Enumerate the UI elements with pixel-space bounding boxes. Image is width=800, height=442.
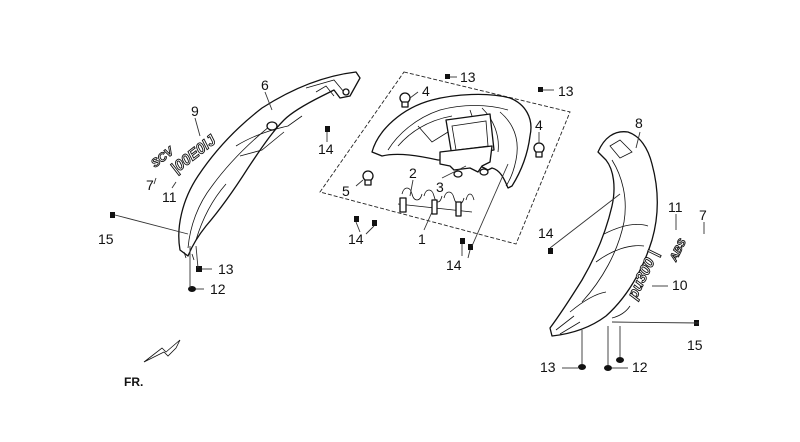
callout-4-right: 4 <box>535 117 543 133</box>
callout-15-left: 15 <box>98 231 114 247</box>
callout-1: 1 <box>418 231 426 247</box>
callout-14-center-right: 14 <box>446 257 462 273</box>
front-label: FR. <box>124 375 143 389</box>
callout-15-right: 15 <box>687 337 703 353</box>
front-arrow-icon <box>143 339 181 363</box>
license-plate-holder <box>445 113 495 157</box>
callout-9: 9 <box>191 103 199 119</box>
callout-4-left: 4 <box>422 83 430 99</box>
callout-12-right: 12 <box>632 359 648 375</box>
bulb-4a <box>399 92 411 108</box>
callout-labels: 13 13 4 4 5 6 8 9 2 3 1 14 14 14 14 7 11… <box>98 69 707 375</box>
right-side-cover <box>549 131 658 337</box>
callout-13-left-lower: 13 <box>218 261 234 277</box>
screw-14-center-left-a <box>354 216 359 222</box>
callout-8: 8 <box>635 115 643 131</box>
screw-14-center-right-a <box>460 238 465 244</box>
screw-14-right <box>548 248 553 254</box>
callout-5: 5 <box>342 183 350 199</box>
center-assembly-group <box>319 71 571 245</box>
screw-15-left <box>110 212 115 218</box>
screw-13-top-right <box>538 87 543 92</box>
callout-2: 2 <box>409 165 417 181</box>
left-side-cover <box>178 71 361 257</box>
callout-14-left-upper: 14 <box>318 141 334 157</box>
callout-14-center-left: 14 <box>348 231 364 247</box>
callout-12-left: 12 <box>210 281 226 297</box>
callout-13-bottom-right: 13 <box>540 359 556 375</box>
plate-bracket-lower <box>439 145 493 173</box>
left-side-cover-group <box>178 71 361 261</box>
assembly-boundary <box>319 71 571 245</box>
right-short-emblem-text: ABS <box>667 237 689 265</box>
bulb-4b <box>533 142 545 158</box>
callout-11-right: 11 <box>668 199 683 215</box>
front-direction-indicator: FR. <box>124 339 181 389</box>
nut-12-left <box>188 286 196 292</box>
clip-13-left <box>196 266 202 272</box>
bulb-5 <box>362 170 374 186</box>
screw-14-center-right-b <box>468 244 473 250</box>
nut-12-right-b <box>616 357 624 363</box>
nut-13-bottom-right <box>578 364 586 370</box>
callout-11-left: 11 <box>162 189 177 205</box>
right-side-cover-group <box>549 131 658 337</box>
callout-6: 6 <box>261 77 269 93</box>
nut-12-right-a <box>604 365 612 371</box>
screw-14-left-upper <box>325 126 330 132</box>
callout-13-top-right: 13 <box>558 83 574 99</box>
right-emblem-short: ABS <box>667 236 690 265</box>
callout-13-top: 13 <box>460 69 476 85</box>
callout-7-left: 7 <box>146 177 154 193</box>
wiring-harness <box>397 187 475 217</box>
callout-7-right: 7 <box>699 207 707 223</box>
screw-14-center-left-b <box>372 220 377 226</box>
callout-14-right: 14 <box>538 225 554 241</box>
callout-3: 3 <box>436 179 444 195</box>
callout-10: 10 <box>672 277 688 293</box>
leader-lines <box>114 76 705 369</box>
fasteners <box>110 74 699 371</box>
screw-13-top <box>445 74 450 79</box>
